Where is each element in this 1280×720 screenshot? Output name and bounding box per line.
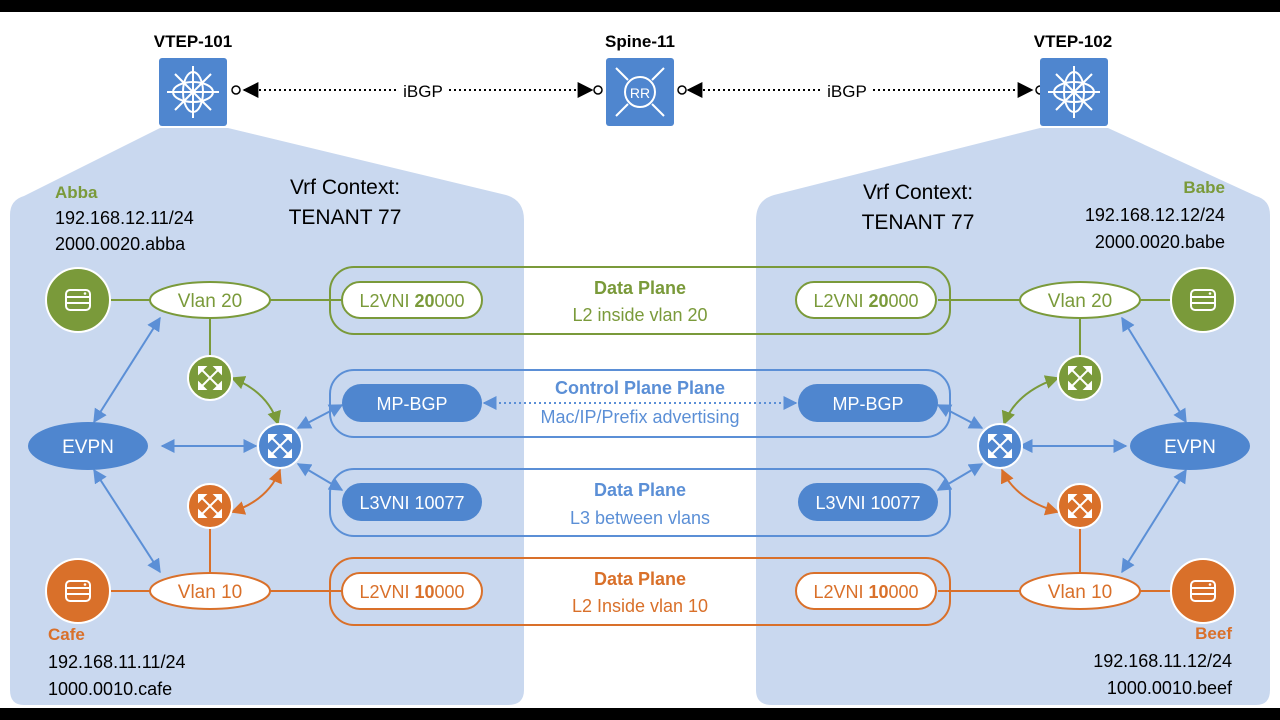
dp3-subtitle: L3 between vlans <box>570 508 710 528</box>
l2vni-bold: 20 <box>868 291 888 311</box>
host-cafe-mac: 1000.0010.cafe <box>48 679 172 699</box>
vtep-101-label: VTEP-101 <box>154 32 232 51</box>
router-orange-right-icon[interactable] <box>1057 483 1103 529</box>
host-beef-icon[interactable] <box>1170 558 1236 624</box>
l2vni-rest: 000 <box>889 291 919 311</box>
l2vni-prefix: L2VNI <box>359 291 414 311</box>
dataplane-l3-tunnel <box>329 468 951 537</box>
router-blue-right-icon[interactable] <box>977 423 1023 469</box>
ibgp-label-left: iBGP <box>403 82 443 101</box>
mpbgp-left-label: MP-BGP <box>376 394 447 414</box>
host-abba-icon[interactable] <box>45 267 111 333</box>
l2vni-rest: 000 <box>889 582 919 602</box>
svg-text:L2VNI 20000: L2VNI 20000 <box>359 291 464 311</box>
vlan10-left[interactable]: Vlan 10 <box>149 572 271 610</box>
dp3-title: Data Plane <box>594 480 686 500</box>
mpbgp-left[interactable]: MP-BGP <box>342 384 482 422</box>
spine-rr-icon[interactable]: RR <box>606 58 674 126</box>
dp20-subtitle: L2 inside vlan 20 <box>572 305 707 325</box>
l2vni-bold: 10 <box>414 582 434 602</box>
svg-text:L2VNI 10000: L2VNI 10000 <box>813 582 918 602</box>
l2vni-bold: 20 <box>414 291 434 311</box>
router-blue-left-icon[interactable] <box>257 423 303 469</box>
host-cafe-icon[interactable] <box>45 558 111 624</box>
svg-text:L2VNI 20000: L2VNI 20000 <box>813 291 918 311</box>
host-beef-ip: 192.168.11.12/24 <box>1093 651 1232 671</box>
evpn-right[interactable]: EVPN <box>1130 422 1250 470</box>
l2vni-10000-left[interactable]: L2VNI 10000 <box>341 572 483 610</box>
l2vni-rest: 000 <box>435 291 465 311</box>
vrf-left-line1: Vrf Context: <box>290 176 400 199</box>
host-babe-name: Babe <box>1183 178 1225 197</box>
l2vni-prefix: L2VNI <box>813 582 868 602</box>
l2vni-20000-left[interactable]: L2VNI 20000 <box>341 281 483 319</box>
l2vni-prefix: L2VNI <box>813 291 868 311</box>
vlan20-left[interactable]: Vlan 20 <box>149 281 271 319</box>
vtep-102-switch-icon[interactable] <box>1040 58 1108 126</box>
vlan10-right-label: Vlan 10 <box>1048 582 1112 603</box>
vrf-right-line2: TENANT 77 <box>862 211 975 234</box>
router-orange-left-icon[interactable] <box>187 483 233 529</box>
l2vni-bold: 10 <box>868 582 888 602</box>
host-abba-mac: 2000.0020.abba <box>55 234 186 254</box>
spine-label: Spine-11 <box>605 32 675 51</box>
dp10-subtitle: L2 Inside vlan 10 <box>572 596 708 616</box>
rr-label: RR <box>630 85 650 101</box>
host-beef-mac: 1000.0010.beef <box>1107 678 1233 698</box>
l3vni-right[interactable]: L3VNI 10077 <box>798 483 938 521</box>
cp-title: Control Plane Plane <box>555 378 725 398</box>
vlan20-left-label: Vlan 20 <box>178 291 242 312</box>
host-beef-name: Beef <box>1195 624 1232 643</box>
evpn-right-label: EVPN <box>1164 437 1216 458</box>
vtep-101-switch-icon[interactable] <box>159 58 227 126</box>
vlan20-right[interactable]: Vlan 20 <box>1019 281 1141 319</box>
host-cafe-ip: 192.168.11.11/24 <box>48 652 185 672</box>
vlan10-right[interactable]: Vlan 10 <box>1019 572 1141 610</box>
vrf-left-line2: TENANT 77 <box>289 206 402 229</box>
host-abba-name: Abba <box>55 183 98 202</box>
dp20-title: Data Plane <box>594 278 686 298</box>
mpbgp-right[interactable]: MP-BGP <box>798 384 938 422</box>
mpbgp-right-label: MP-BGP <box>832 394 903 414</box>
router-green-right-icon[interactable] <box>1057 355 1103 401</box>
l3vni-left-label: L3VNI 10077 <box>359 493 464 513</box>
evpn-left[interactable]: EVPN <box>28 422 148 470</box>
controlplane-tunnel <box>329 369 951 438</box>
l2vni-rest: 000 <box>435 582 465 602</box>
vtep-102-label: VTEP-102 <box>1034 32 1112 51</box>
vrf-right-line1: Vrf Context: <box>863 181 973 204</box>
evpn-left-label: EVPN <box>62 437 114 458</box>
l3vni-right-label: L3VNI 10077 <box>815 493 920 513</box>
vlan10-left-label: Vlan 10 <box>178 582 242 603</box>
host-babe-icon[interactable] <box>1170 267 1236 333</box>
dp10-title: Data Plane <box>594 569 686 589</box>
host-babe-mac: 2000.0020.babe <box>1095 232 1225 252</box>
cp-subtitle: Mac/IP/Prefix advertising <box>540 407 739 427</box>
host-cafe-name: Cafe <box>48 625 85 644</box>
l2vni-10000-right[interactable]: L2VNI 10000 <box>795 572 937 610</box>
svg-text:L2VNI 10000: L2VNI 10000 <box>359 582 464 602</box>
router-green-left-icon[interactable] <box>187 355 233 401</box>
ibgp-label-right: iBGP <box>827 82 867 101</box>
l3vni-left[interactable]: L3VNI 10077 <box>342 483 482 521</box>
l2vni-20000-right[interactable]: L2VNI 20000 <box>795 281 937 319</box>
vlan20-right-label: Vlan 20 <box>1048 291 1112 312</box>
host-abba-ip: 192.168.12.11/24 <box>55 208 194 228</box>
host-babe-ip: 192.168.12.12/24 <box>1085 205 1225 225</box>
l2vni-prefix: L2VNI <box>359 582 414 602</box>
